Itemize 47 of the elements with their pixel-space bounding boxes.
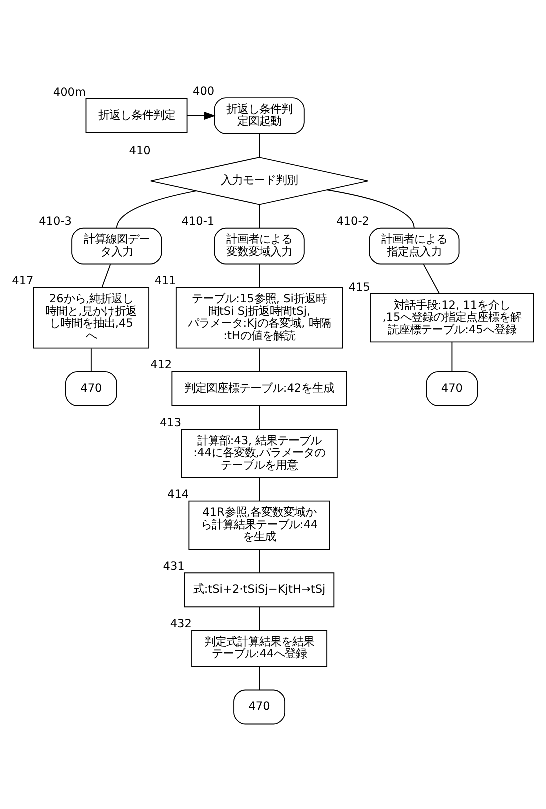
connector (259, 133, 260, 158)
node-box: 470 (65, 370, 118, 406)
node-box: 470 (426, 370, 478, 406)
node-label: 412 (150, 357, 172, 372)
node-box: 式:tSi+2·tSiSj−KjtH→tSj (184, 572, 335, 608)
node-label: 410-1 (182, 214, 215, 228)
node-box: テーブル:15参照, Si折返時間tSi Sj折返時間tSj, パラメータ:Kjの各変域, 時隔:tHの値を解読 (176, 286, 344, 348)
arrow (186, 112, 216, 120)
node-box: 41R参照,各変数変域から計算結果テーブル:44を生成 (188, 500, 330, 550)
connector (259, 606, 260, 631)
connector (259, 476, 260, 502)
connector (259, 204, 260, 228)
node-box: 計算線図データ入力 (72, 227, 162, 264)
node-box: 折返し条件判定 (86, 98, 188, 133)
node-box: 判定式計算結果を結果テーブル:44へ登録 (192, 630, 328, 667)
connector (102, 264, 112, 288)
node-label: 411 (154, 273, 176, 288)
node-box: 対話手段:12, 11を介し,15へ登録の指定点座標を解読座標テーブル:45へ登録 (370, 293, 534, 342)
connector (259, 348, 260, 372)
connector (90, 348, 92, 372)
node-label: 410-3 (39, 214, 72, 228)
node-label: 400 (193, 83, 215, 98)
node-label: 410-2 (336, 214, 370, 228)
node-label: 432 (170, 616, 192, 630)
connector (259, 405, 260, 430)
node-box: 折返し条件判定図起動 (214, 97, 305, 134)
connector (259, 548, 260, 573)
node-label: 417 (12, 273, 34, 288)
node-label: 415 (348, 279, 370, 294)
node-label: 431 (163, 558, 185, 572)
connector (452, 341, 453, 372)
node-label: 410 (129, 142, 151, 157)
node-label: 414 (168, 486, 190, 501)
node-diamond: 入力モード判別 (150, 156, 369, 205)
node-box: 判定図座標テーブル:42を生成 (172, 370, 348, 406)
node-label: 413 (160, 414, 182, 429)
node-box: 26から,純折返し時間と,見かけ折返し時間を抽出,45へ (33, 286, 150, 348)
connector (116, 190, 198, 228)
node-box: 470 (234, 689, 286, 724)
connector (423, 264, 440, 294)
node-box: 計画者による変数変域入力 (214, 227, 305, 264)
node-label: 400m (53, 84, 86, 98)
connector (259, 666, 260, 690)
connector (259, 264, 260, 288)
node-box: 計画者による指定点入力 (369, 227, 460, 264)
node-box: 計算部:43, 結果テーブル:44に各変数,パラメータのテーブルを用意 (181, 428, 338, 478)
connector (327, 189, 415, 228)
